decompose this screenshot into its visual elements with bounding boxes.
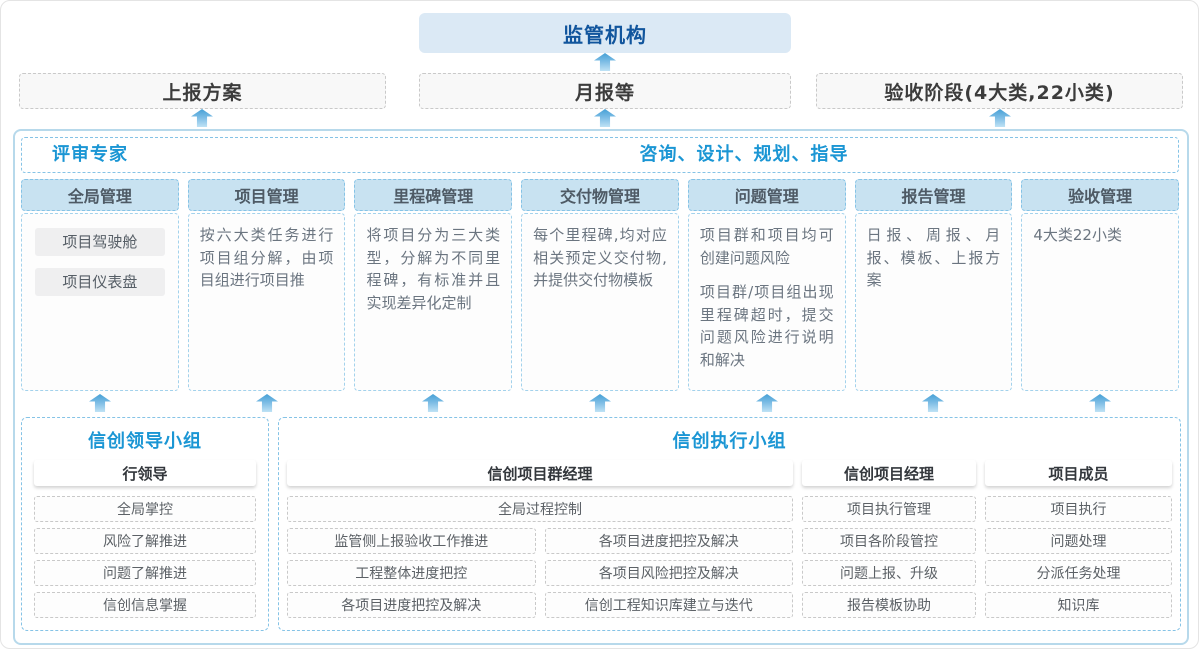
column-header: 全局管理 xyxy=(21,179,179,211)
column-body: 按六大类任务进行项目组分解，由项目组进行项目推 xyxy=(187,213,346,391)
list-item: 分派任务处理 xyxy=(985,560,1172,586)
regulator-box: 监管机构 xyxy=(419,13,791,53)
column-text: 日报、周报、月报、模板、上报方案 xyxy=(866,226,1001,289)
column-milestone-mgmt: 里程碑管理 将项目分为三大类型，分解为不同里程碑，有标准并且实现差异化定制 xyxy=(354,179,513,391)
list-item: 问题了解推进 xyxy=(34,560,256,586)
list-item: 信创工程知识库建立与迭代 xyxy=(544,592,793,618)
column-global-mgmt: 全局管理 项目驾驶舱 项目仪表盘 xyxy=(21,179,179,391)
column-text: 按六大类任务进行项目组分解，由项目组进行项目推 xyxy=(199,226,334,289)
list-item: 监管侧上报验收工作推进 xyxy=(287,528,536,554)
column-header: 报告管理 xyxy=(854,179,1013,211)
arrow-up-icon xyxy=(1089,394,1111,412)
arrow-up-icon xyxy=(422,394,444,412)
list-item: 报告模板协助 xyxy=(802,592,976,618)
leadership-group-title: 信创领导小组 xyxy=(88,431,202,452)
execution-group-title: 信创执行小组 xyxy=(672,431,787,452)
column-body: 日报、周报、月报、模板、上报方案 xyxy=(854,213,1013,391)
list-item: 各项目风险把控及解决 xyxy=(544,560,793,586)
role-project-member: 项目成员 xyxy=(985,460,1172,486)
leadership-items: 全局掌控 风险了解推进 问题了解推进 信创信息掌握 xyxy=(34,496,256,618)
list-item: 各项目进度把控及解决 xyxy=(287,592,536,618)
list-item: 项目执行管理 xyxy=(802,496,976,522)
column-text: 将项目分为三大类型，分解为不同里程碑，有标准并且实现差异化定制 xyxy=(366,226,501,312)
column-body: 每个里程碑,均对应相关预定义交付物,并提供交付物模板 xyxy=(521,213,679,391)
column-body: 项目驾驶舱 项目仪表盘 xyxy=(21,213,179,391)
arrow-up-icon xyxy=(256,394,278,412)
arrow-up-icon xyxy=(989,109,1011,127)
list-item: 知识库 xyxy=(985,592,1172,618)
column-report-mgmt: 报告管理 日报、周报、月报、模板、上报方案 xyxy=(854,179,1013,391)
program-manager-items-right: 各项目进度把控及解决 各项目风险把控及解决 信创工程知识库建立与迭代 xyxy=(544,528,793,618)
column-text: 项目群/项目组出现里程碑超时，提交问题风险进行说明和解决 xyxy=(699,283,834,369)
column-body: 项目群和项目均可创建问题风险 项目群/项目组出现里程碑超时，提交问题风险进行说明… xyxy=(687,213,846,391)
list-item: 全局过程控制 xyxy=(287,496,793,522)
column-header: 项目管理 xyxy=(187,179,346,211)
role-program-manager: 信创项目群经理 xyxy=(287,460,793,486)
leadership-group: 信创领导小组 行领导 全局掌控 风险了解推进 问题了解推进 信创信息掌握 xyxy=(21,417,269,631)
arrow-up-icon xyxy=(922,394,944,412)
column-project-mgmt: 项目管理 按六大类任务进行项目组分解，由项目组进行项目推 xyxy=(187,179,346,391)
role-project-manager: 信创项目经理 xyxy=(802,460,976,486)
column-body: 将项目分为三大类型，分解为不同里程碑，有标准并且实现差异化定制 xyxy=(354,213,513,391)
column-text: 项目群和项目均可创建问题风险 xyxy=(699,226,834,267)
project-manager-items: 项目执行管理 项目各阶段管控 问题上报、升级 报告模板协助 xyxy=(802,496,976,618)
arrow-up-icon xyxy=(594,109,616,127)
list-item: 全局掌控 xyxy=(34,496,256,522)
program-manager-section: 信创项目群经理 全局过程控制 监管侧上报验收工作推进 工程整体进度把控 各项目进… xyxy=(287,460,793,618)
arrow-up-icon xyxy=(89,394,111,412)
arrow-up-icon xyxy=(594,53,616,71)
pill-project-cockpit: 项目驾驶舱 xyxy=(35,228,165,256)
column-text: 4大类22小类 xyxy=(1033,226,1122,244)
list-item: 项目执行 xyxy=(985,496,1172,522)
column-header: 验收管理 xyxy=(1021,179,1180,211)
list-item: 信创信息掌握 xyxy=(34,592,256,618)
list-item: 问题上报、升级 xyxy=(802,560,976,586)
report-box-plan: 上报方案 xyxy=(19,73,386,109)
role-bank-leader: 行领导 xyxy=(34,460,256,486)
report-box-monthly: 月报等 xyxy=(419,73,791,109)
platform-container: 评审专家 咨询、设计、规划、指导 全局管理 项目驾驶舱 项目仪表盘 项目管理 按… xyxy=(13,129,1189,645)
pill-project-dashboard: 项目仪表盘 xyxy=(35,268,165,296)
services-label: 咨询、设计、规划、指导 xyxy=(639,144,849,165)
execution-content: 信创项目群经理 全局过程控制 监管侧上报验收工作推进 工程整体进度把控 各项目进… xyxy=(287,460,1172,618)
list-item: 工程整体进度把控 xyxy=(287,560,536,586)
program-manager-items-left: 监管侧上报验收工作推进 工程整体进度把控 各项目进度把控及解决 xyxy=(287,528,536,618)
list-item: 风险了解推进 xyxy=(34,528,256,554)
execution-group: 信创执行小组 信创项目群经理 全局过程控制 监管侧上报验收工作推进 工程整体进度… xyxy=(278,417,1181,631)
list-item: 各项目进度把控及解决 xyxy=(544,528,793,554)
list-item: 问题处理 xyxy=(985,528,1172,554)
experts-banner: 评审专家 咨询、设计、规划、指导 xyxy=(21,137,1179,173)
project-manager-section: 信创项目经理 项目执行管理 项目各阶段管控 问题上报、升级 报告模板协助 xyxy=(802,460,976,618)
arrow-up-icon xyxy=(589,394,611,412)
arrow-up-icon xyxy=(191,109,213,127)
column-header: 问题管理 xyxy=(687,179,846,211)
column-text: 每个里程碑,均对应相关预定义交付物,并提供交付物模板 xyxy=(533,226,667,289)
experts-label: 评审专家 xyxy=(52,144,128,165)
arrow-up-icon xyxy=(756,394,778,412)
column-header: 里程碑管理 xyxy=(354,179,513,211)
column-deliverable-mgmt: 交付物管理 每个里程碑,均对应相关预定义交付物,并提供交付物模板 xyxy=(521,179,679,391)
leadership-content: 行领导 全局掌控 风险了解推进 问题了解推进 信创信息掌握 xyxy=(34,460,256,618)
column-issue-mgmt: 问题管理 项目群和项目均可创建问题风险 项目群/项目组出现里程碑超时，提交问题风… xyxy=(687,179,846,391)
management-columns: 全局管理 项目驾驶舱 项目仪表盘 项目管理 按六大类任务进行项目组分解，由项目组… xyxy=(21,179,1180,391)
column-acceptance-mgmt: 验收管理 4大类22小类 xyxy=(1021,179,1180,391)
column-body: 4大类22小类 xyxy=(1021,213,1180,391)
column-header: 交付物管理 xyxy=(521,179,679,211)
project-member-section: 项目成员 项目执行 问题处理 分派任务处理 知识库 xyxy=(985,460,1172,618)
project-member-items: 项目执行 问题处理 分派任务处理 知识库 xyxy=(985,496,1172,618)
list-item: 项目各阶段管控 xyxy=(802,528,976,554)
program-manager-items: 监管侧上报验收工作推进 工程整体进度把控 各项目进度把控及解决 各项目进度把控及… xyxy=(287,528,793,618)
report-box-acceptance: 验收阶段(4大类,22小类) xyxy=(816,73,1183,109)
